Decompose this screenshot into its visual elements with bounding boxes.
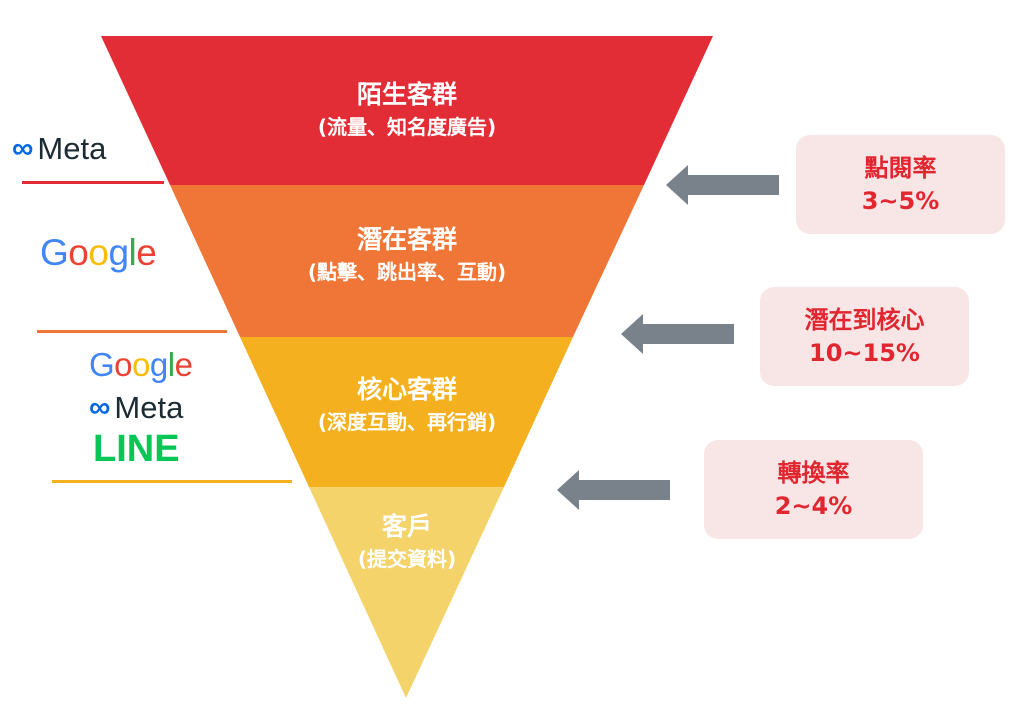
rate-label: 點閱率	[864, 153, 937, 182]
g2: g	[149, 346, 168, 383]
e: e	[174, 346, 193, 383]
funnel-stage-3	[240, 337, 573, 487]
stage-subtitle: (點擊、跳出率、互動)	[307, 260, 507, 284]
stage-title: 陌生客群	[356, 80, 457, 109]
divider-stage-2	[37, 330, 227, 333]
stage-4-label: 客戶 (提交資料)	[207, 510, 607, 574]
funnel-stage-2	[170, 185, 644, 337]
meta-logo: ∞Meta	[89, 390, 183, 426]
meta-logo: ∞Meta	[12, 131, 106, 167]
divider-stage-3	[52, 480, 292, 483]
google-logo: Google	[89, 346, 193, 384]
g1: G	[40, 232, 69, 273]
o1: o	[114, 346, 133, 383]
funnel-stage-1	[101, 36, 713, 185]
rate-box-potential-to-core: 潛在到核心 10~15%	[760, 287, 969, 386]
arrow-left-icon	[666, 165, 779, 205]
e: e	[136, 232, 157, 273]
stage-title: 客戶	[381, 512, 432, 541]
stage-title: 潛在客群	[356, 225, 457, 254]
meta-logo-text: Meta	[114, 390, 184, 425]
stage-title: 核心客群	[356, 375, 457, 404]
o1: o	[68, 232, 89, 273]
rate-value: 2~4%	[774, 491, 853, 520]
rate-box-click-through: 點閱率 3~5%	[796, 135, 1005, 234]
stage-subtitle: (流量、知名度廣告)	[317, 115, 497, 139]
l: l	[167, 346, 175, 383]
arrow-left-icon	[621, 314, 734, 354]
o2: o	[88, 232, 109, 273]
google-logo: Google	[40, 232, 157, 274]
meta-infinity-icon: ∞	[12, 132, 34, 165]
meta-logo-text: Meta	[37, 131, 107, 166]
meta-infinity-icon: ∞	[89, 391, 111, 424]
rate-value: 3~5%	[861, 186, 940, 215]
o2: o	[132, 346, 150, 383]
g2: g	[108, 232, 129, 273]
l: l	[128, 232, 137, 273]
funnel-stage-4	[309, 487, 504, 698]
stage-1-label: 陌生客群 (流量、知名度廣告)	[207, 78, 607, 142]
stage-3-label: 核心客群 (深度互動、再行銷)	[207, 373, 607, 437]
stage-subtitle: (提交資料)	[357, 547, 457, 571]
divider-stage-1	[22, 181, 164, 184]
line-logo: LINE	[93, 428, 180, 470]
rate-label: 轉換率	[777, 458, 850, 487]
g1: G	[89, 346, 115, 383]
rate-box-conversion: 轉換率 2~4%	[704, 440, 923, 539]
rate-value: 10~15%	[809, 338, 920, 367]
arrow-left-icon	[557, 470, 670, 510]
stage-subtitle: (深度互動、再行銷)	[317, 410, 497, 434]
stage-2-label: 潛在客群 (點擊、跳出率、互動)	[207, 223, 607, 287]
rate-label: 潛在到核心	[804, 305, 925, 334]
